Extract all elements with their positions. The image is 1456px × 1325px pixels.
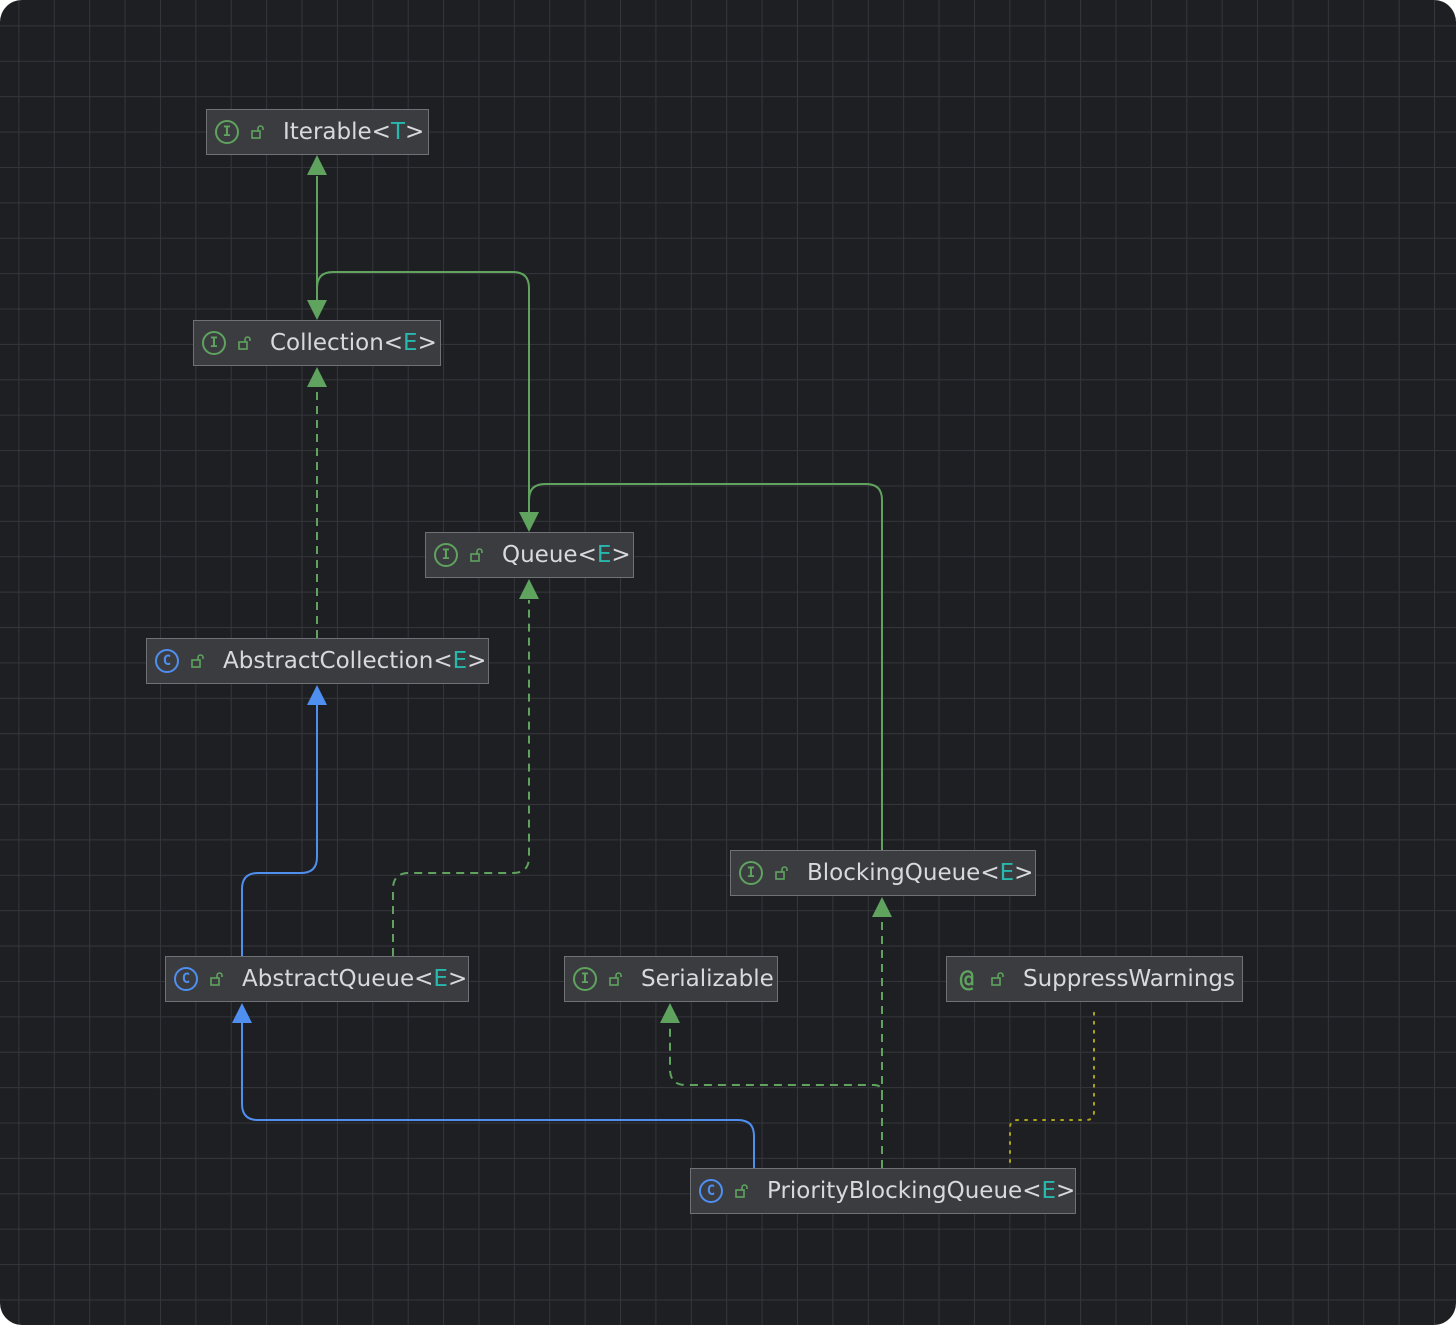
generic-open: <: [383, 330, 404, 356]
generic-close: >: [611, 542, 631, 568]
interface-icon: I: [739, 861, 763, 885]
edge-queue-collection: [316, 271, 530, 512]
node-label: PriorityBlockingQueue: [767, 1178, 1023, 1204]
type-parameter: T: [390, 119, 405, 145]
unlock-icon: [191, 654, 204, 668]
arrowhead-abstractqueue: [232, 1003, 252, 1023]
edge-blockingqueue-queue: [528, 483, 883, 850]
generic-open: <: [980, 860, 1000, 886]
arrowhead-collection-top: [307, 300, 327, 320]
unlock-icon: [609, 972, 622, 986]
unlock-icon: [775, 866, 788, 880]
class-icon: C: [699, 1179, 723, 1203]
edge-abstractqueue-queue: [392, 600, 530, 956]
arrowhead-abstractcollection: [307, 685, 327, 705]
class-icon: C: [155, 649, 179, 673]
generic-close: >: [447, 966, 468, 992]
arrowhead-serializable: [660, 1003, 680, 1023]
interface-icon: I: [215, 120, 239, 144]
node-serializable[interactable]: I Serializable: [564, 956, 778, 1002]
node-queue[interactable]: I Queue<E>: [425, 532, 634, 578]
arrowhead-collection-bottom: [307, 367, 327, 387]
node-abstract-queue[interactable]: C AbstractQueue<E>: [165, 956, 469, 1002]
node-label: Queue: [502, 542, 578, 568]
arrowhead-queue-bottom: [519, 579, 539, 599]
node-abstract-collection[interactable]: C AbstractCollection<E>: [146, 638, 489, 684]
node-priority-blocking-queue[interactable]: C PriorityBlockingQueue<E>: [690, 1168, 1076, 1214]
unlock-icon: [238, 336, 251, 350]
type-parameter: E: [403, 330, 418, 356]
type-parameter: E: [1041, 1178, 1057, 1204]
type-parameter: E: [433, 966, 448, 992]
node-label: SuppressWarnings: [1023, 966, 1235, 992]
node-label: Collection: [270, 330, 384, 356]
unlock-icon: [210, 972, 223, 986]
node-suppress-warnings[interactable]: @ SuppressWarnings: [946, 956, 1243, 1002]
node-collection[interactable]: I Collection<E>: [193, 320, 441, 366]
edge-pbq-abstractqueue: [241, 1023, 755, 1168]
node-label: Iterable: [283, 119, 372, 145]
unlock-icon: [735, 1184, 748, 1198]
class-icon: C: [174, 967, 198, 991]
unlock-icon: [251, 125, 264, 139]
arrowhead-iterable: [307, 155, 327, 175]
arrowhead-queue-top: [519, 512, 539, 532]
interface-icon: I: [202, 331, 226, 355]
unlock-icon: [991, 972, 1004, 986]
interface-icon: I: [573, 967, 597, 991]
edge-abstractqueue-abstractcollection: [241, 705, 318, 956]
generic-open: <: [371, 119, 391, 145]
type-parameter: E: [596, 542, 612, 568]
type-parameter: E: [452, 648, 468, 674]
edge-pbq-serializable: [669, 1023, 883, 1100]
interface-icon: I: [434, 543, 458, 567]
annotation-icon: @: [959, 965, 975, 993]
node-label: Serializable: [641, 966, 774, 992]
generic-close: >: [1056, 1178, 1076, 1204]
type-parameter: E: [999, 860, 1015, 886]
generic-open: <: [414, 966, 434, 992]
edge-pbq-suppresswarnings: [1009, 1009, 1095, 1163]
generic-open: <: [577, 542, 597, 568]
node-iterable[interactable]: I Iterable<T>: [206, 109, 429, 155]
generic-close: >: [405, 119, 425, 145]
node-label: BlockingQueue: [807, 860, 981, 886]
generic-close: >: [417, 330, 437, 356]
node-label: AbstractCollection: [223, 648, 434, 674]
node-blocking-queue[interactable]: I BlockingQueue<E>: [730, 850, 1036, 896]
generic-close: >: [467, 648, 487, 674]
generic-open: <: [1022, 1178, 1042, 1204]
generic-open: <: [433, 648, 453, 674]
arrowhead-blockingqueue: [872, 897, 892, 917]
unlock-icon: [470, 548, 483, 562]
node-label: AbstractQueue: [242, 966, 415, 992]
generic-close: >: [1014, 860, 1034, 886]
